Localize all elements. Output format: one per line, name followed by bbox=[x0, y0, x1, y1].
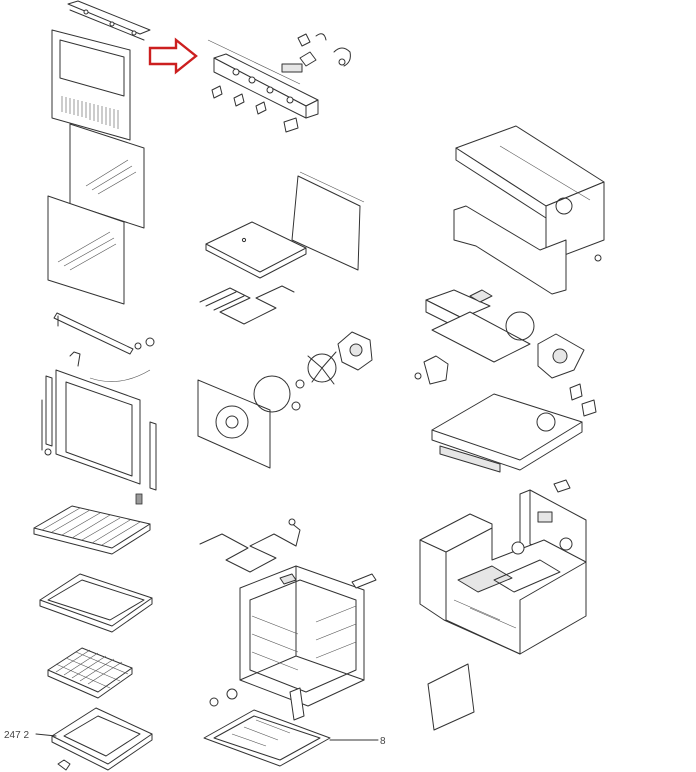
lower-heating-element-part bbox=[199, 518, 301, 573]
door-inner-frame-part bbox=[41, 351, 157, 505]
outer-casing-part bbox=[419, 513, 587, 655]
upper-heating-element-part bbox=[199, 285, 295, 325]
electronics-module-part bbox=[414, 289, 585, 401]
callout-number-right: 8 bbox=[380, 736, 386, 747]
rear-fan-cover-part bbox=[197, 375, 301, 469]
upper-cavity-cover-part bbox=[431, 393, 597, 473]
deep-tray-part bbox=[51, 707, 153, 771]
baking-tray-part bbox=[39, 573, 153, 633]
callout-number-left: 247 2 bbox=[4, 730, 29, 741]
control-panel-part bbox=[207, 33, 351, 133]
callout-line-left bbox=[35, 733, 57, 737]
oven-cavity-part bbox=[209, 565, 377, 721]
inner-door-glass-part bbox=[47, 195, 125, 305]
outer-door-glass-part bbox=[51, 29, 131, 141]
bottom-cover-plate-part bbox=[203, 709, 331, 767]
small-clip-part bbox=[57, 759, 71, 771]
door-handle-part bbox=[53, 312, 155, 355]
middle-door-glass-part bbox=[69, 123, 145, 229]
red-outline-right-arrow-icon bbox=[148, 37, 198, 75]
cooling-fan-housing-part bbox=[453, 125, 605, 295]
rear-access-cover-part bbox=[427, 663, 475, 731]
door-top-trim-part bbox=[67, 0, 151, 41]
grill-rack-part bbox=[47, 647, 133, 699]
convection-fan-part bbox=[295, 331, 373, 389]
top-insulation-panel-part bbox=[205, 221, 307, 279]
oven-door-seal-part bbox=[291, 171, 365, 271]
wire-shelf-part bbox=[33, 505, 151, 555]
